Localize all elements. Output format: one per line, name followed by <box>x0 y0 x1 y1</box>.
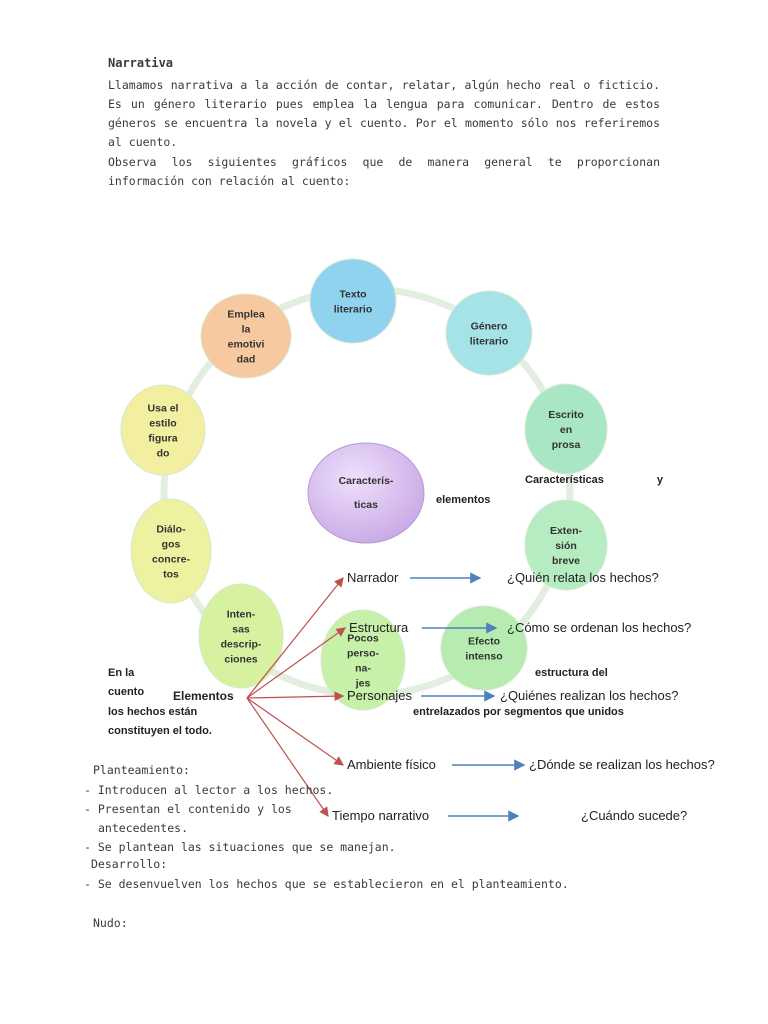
cycle-node-1-label: Texto <box>339 289 366 301</box>
element-name-4: Ambiente físico <box>347 757 436 772</box>
nudo-heading: Nudo: <box>93 916 128 930</box>
cycle-node-8-label: Diálo- <box>156 524 186 536</box>
element-name-2: Estructura <box>349 620 409 635</box>
center-label-1: Caracterís- <box>339 475 394 487</box>
element-question-1: ¿Quién relata los hechos? <box>507 570 659 585</box>
element-arrow-3 <box>246 691 345 701</box>
element-question-2: ¿Cómo se ordenan los hechos? <box>507 620 691 635</box>
cycle-node-4 <box>524 499 608 591</box>
cycle-node-9-label: estilo <box>149 418 176 430</box>
planteamiento-item-3: - Se plantean las situaciones que se man… <box>84 840 396 854</box>
cycle-node-5-label: intenso <box>465 651 502 663</box>
desarrollo-heading: Desarrollo: <box>91 857 168 871</box>
cycle-node-10-label: la <box>242 324 251 336</box>
note-estructura: estructura del <box>535 667 608 679</box>
note-hechos: los hechos están <box>108 706 198 718</box>
planteamiento-item-2: - Presentan el contenido y los anteceden… <box>84 802 292 835</box>
cycle-node-10-label: emotivi <box>228 339 265 351</box>
element-arrow-4 <box>246 697 344 766</box>
cycle-node-4-label: Exten- <box>550 525 583 537</box>
planteamiento-heading: Planteamiento: <box>93 763 190 777</box>
element-question-5: ¿Cuándo sucede? <box>581 808 687 823</box>
cycle-node-8-label: tos <box>163 569 179 581</box>
cycle-node-8-label: concre- <box>152 554 190 566</box>
cycle-node-3-label: prosa <box>552 439 581 451</box>
elements-hub-label: Elementos <box>173 689 234 703</box>
cycle-node-5 <box>440 605 528 691</box>
cycle-node-8-label: gos <box>162 539 181 551</box>
section-title: Narrativa <box>108 56 174 70</box>
cycle-node-7-label: Inten- <box>227 609 256 621</box>
cycle-node-3 <box>524 383 608 475</box>
cycle-node-10-label: dad <box>237 354 256 366</box>
cycle-node-9-label: figura <box>148 433 177 445</box>
cycle-node-7 <box>198 583 284 689</box>
side-caption-line1-b: y <box>656 474 663 486</box>
note-en: En la <box>108 667 135 679</box>
side-caption: Características y <box>525 474 663 486</box>
center-label-2: ticas <box>354 499 378 511</box>
cycle-node-4-label: breve <box>552 555 580 567</box>
element-question-4: ¿Dónde se realizan los hechos? <box>529 757 715 772</box>
element-arrow-1 <box>246 577 344 699</box>
cycle-node-7-label: sas <box>232 624 250 636</box>
element-arrow-2 <box>246 627 346 699</box>
cycle-node-10-label: Emplea <box>227 309 265 321</box>
cycle-node-3-label: Escrito <box>548 409 584 421</box>
instruction-paragraph: Observa los siguientes gráficos que de m… <box>108 155 660 188</box>
element-name-3: Personajes <box>347 688 413 703</box>
cycle-node-5-label: Efecto <box>468 636 500 648</box>
center-circle <box>307 442 425 544</box>
cycle-node-1-label: literario <box>334 304 373 316</box>
cycle-node-6-label: na- <box>355 663 371 675</box>
element-arrows <box>246 577 346 817</box>
cycle-node-2 <box>445 290 533 376</box>
intro-paragraph: Llamamos narrativa a la acción de contar… <box>108 78 660 149</box>
cycle-node-2-label: Género <box>471 321 508 333</box>
cycle-node-10 <box>200 293 292 379</box>
planteamiento-list: - Introducen al lector a los hechos. - P… <box>84 781 414 857</box>
cycle-node-3-label: en <box>560 424 572 436</box>
element-name-5: Tiempo narrativo <box>332 808 429 823</box>
note-todo: constituyen el todo. <box>108 725 212 737</box>
desarrollo-item-1: - Se desenvuelven los hechos que se esta… <box>84 877 569 891</box>
cycle-node-9 <box>120 384 206 476</box>
cycle-node-1 <box>309 258 397 344</box>
side-caption-line2: elementos <box>436 494 491 506</box>
note-cuento: cuento <box>108 686 145 698</box>
side-caption-line1-a: Características <box>525 474 604 486</box>
planteamiento-item-1: - Introducen al lector a los hechos. <box>84 783 334 797</box>
note-entrelazados: entrelazados por segmentos que unidos <box>413 706 624 718</box>
cycle-nodes: TextoliterarioGéneroliterarioEscritoenpr… <box>120 258 608 711</box>
cycle-node-4-label: sión <box>555 540 577 552</box>
cycle-node-9-label: Usa el <box>148 403 179 415</box>
element-rows: Narrador ¿Quién relata los hechos? Estruct… <box>332 570 715 823</box>
cycle-node-2-label: literario <box>470 336 509 348</box>
cycle-node-6-label: Pocos <box>347 633 379 645</box>
element-name-1: Narrador <box>347 570 399 585</box>
cycle-node-8 <box>130 498 212 604</box>
cycle-node-7-label: descrip- <box>221 639 262 651</box>
element-question-3: ¿Quiénes realizan los hechos? <box>500 688 679 703</box>
element-arrow-5 <box>246 697 329 817</box>
cycle-node-7-label: ciones <box>224 654 257 666</box>
cycle-node-9-label: do <box>157 448 170 460</box>
cycle-node-6-label: jes <box>355 678 371 690</box>
cycle-node-6-label: perso- <box>347 648 380 660</box>
